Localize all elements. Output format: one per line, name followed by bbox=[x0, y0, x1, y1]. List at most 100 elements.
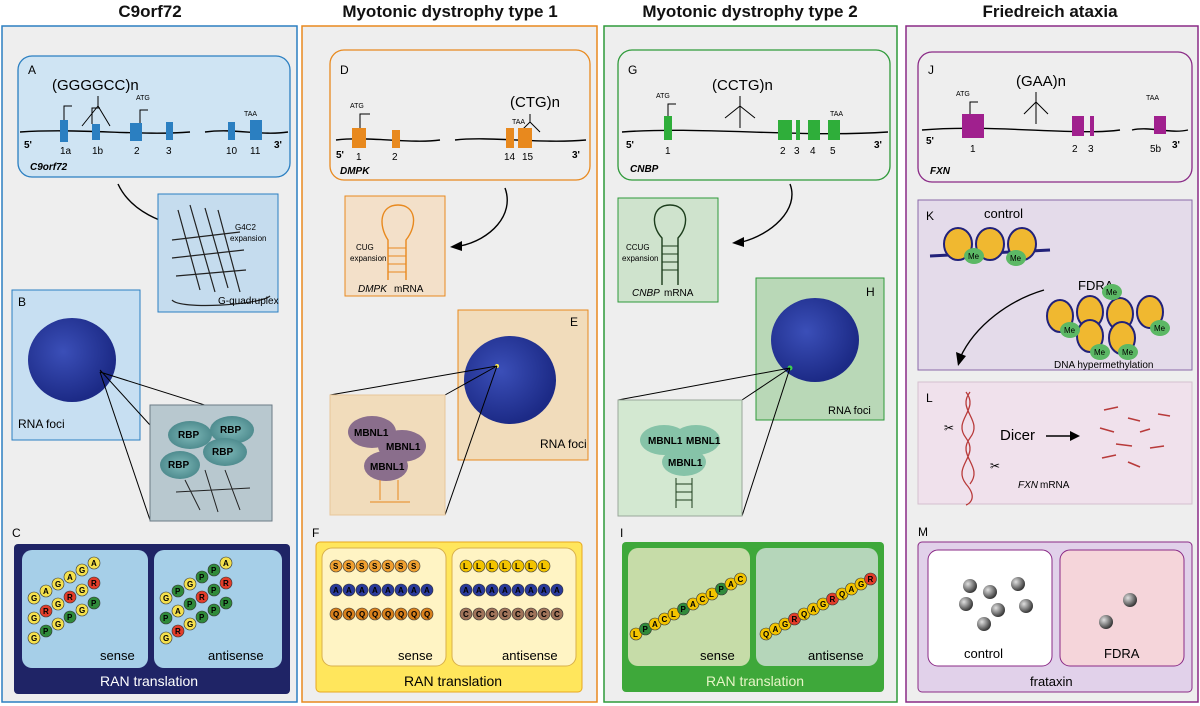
exon-label-2: 2 bbox=[134, 146, 140, 157]
amino-acid-bead bbox=[355, 559, 369, 573]
amino-acid-bead bbox=[75, 603, 89, 617]
svg-text:RBP: RBP bbox=[168, 460, 189, 471]
amino-acid-bead-letter: G bbox=[820, 600, 826, 609]
amino-acid-bead-letter: A bbox=[489, 586, 495, 595]
svg-text:3': 3' bbox=[874, 140, 882, 151]
amino-acid-bead-letter: A bbox=[346, 586, 352, 595]
amino-acid-bead-letter: G bbox=[79, 566, 85, 575]
svg-text:antisense: antisense bbox=[502, 648, 558, 663]
amino-acid-bead-letter: A bbox=[91, 559, 97, 568]
svg-text:Me: Me bbox=[1106, 288, 1118, 297]
exon-10 bbox=[228, 122, 235, 140]
amino-acid-bead bbox=[537, 559, 551, 573]
amino-acid-bead bbox=[511, 583, 525, 597]
column-dm1: D (CTG)n ATG TAA 5' 3' 1 2 14 15 DMPK CU… bbox=[301, 25, 598, 703]
amino-acid-bead bbox=[87, 576, 101, 590]
amino-acid-bead-letter: L bbox=[541, 562, 546, 571]
svg-text:CCUG: CCUG bbox=[626, 243, 650, 252]
amino-acid-bead-letter: P bbox=[199, 573, 205, 582]
exon-5 bbox=[828, 120, 840, 140]
svg-text:DNA hypermethylation: DNA hypermethylation bbox=[1054, 360, 1154, 371]
amino-acid-bead-letter: R bbox=[67, 593, 73, 602]
amino-acid-bead-letter: A bbox=[528, 586, 534, 595]
c9-gene-name: C9orf72 bbox=[30, 162, 68, 173]
svg-text:MBNL1: MBNL1 bbox=[354, 428, 389, 439]
amino-acid-bead-letter: A bbox=[411, 586, 417, 595]
amino-acid-bead-letter: G bbox=[55, 600, 61, 609]
amino-acid-bead-letter: C bbox=[662, 615, 668, 624]
svg-text:expansion: expansion bbox=[230, 234, 266, 243]
amino-acid-bead-letter: C bbox=[738, 575, 744, 584]
amino-acid-bead-letter: P bbox=[175, 587, 181, 596]
dm2-repeat-label: (CCTG)n bbox=[712, 77, 773, 94]
amino-acid-bead-letter: A bbox=[385, 586, 391, 595]
svg-text:TAA: TAA bbox=[1146, 95, 1159, 102]
svg-text:RNA foci: RNA foci bbox=[18, 417, 65, 431]
amino-acid-bead bbox=[195, 570, 209, 584]
amino-acid-bead-letter: Q bbox=[385, 610, 391, 619]
amino-acid-bead bbox=[51, 577, 65, 591]
amino-acid-bead-letter: P bbox=[211, 606, 217, 615]
svg-text:RBP: RBP bbox=[212, 447, 233, 458]
c9-nucleus bbox=[28, 318, 116, 402]
amino-acid-bead bbox=[329, 583, 343, 597]
svg-text:control: control bbox=[984, 206, 1023, 221]
svg-text:RBP: RBP bbox=[178, 430, 199, 441]
amino-acid-bead-letter: S bbox=[333, 562, 339, 571]
dmpk-mrna-box bbox=[344, 195, 446, 297]
svg-text:Me: Me bbox=[1010, 254, 1022, 263]
amino-acid-bead bbox=[342, 559, 356, 573]
amino-acid-bead-letter: S bbox=[385, 562, 391, 571]
amino-acid-bead bbox=[355, 583, 369, 597]
amino-acid-bead-letter: P bbox=[211, 566, 217, 575]
amino-acid-bead-letter: C bbox=[700, 595, 706, 604]
amino-acid-bead bbox=[734, 572, 747, 586]
amino-acid-bead bbox=[394, 583, 408, 597]
svg-text:3': 3' bbox=[1172, 140, 1180, 151]
amino-acid-bead bbox=[550, 583, 564, 597]
amino-acid-bead-letter: A bbox=[175, 607, 181, 616]
amino-acid-bead bbox=[75, 583, 89, 597]
svg-text:Me: Me bbox=[1154, 324, 1166, 333]
column-fa: J (GAA)n ATG TAA 5' 3' 1 2 3 5b FXN K co… bbox=[905, 25, 1199, 703]
amino-acid-bead bbox=[219, 556, 233, 570]
exon-label-1b: 1b bbox=[92, 146, 104, 157]
amino-acid-bead-letter: Q bbox=[801, 610, 807, 619]
svg-text:B: B bbox=[18, 295, 26, 309]
amino-acid-bead-letter: R bbox=[175, 627, 181, 636]
svg-text:Me: Me bbox=[1122, 348, 1134, 357]
exon-3 bbox=[796, 120, 800, 140]
amino-acid-bead-letter: S bbox=[346, 562, 352, 571]
exon-1 bbox=[352, 128, 366, 148]
amino-acid-bead bbox=[207, 583, 221, 597]
amino-acid-bead-letter: C bbox=[541, 610, 547, 619]
amino-acid-bead bbox=[27, 611, 41, 625]
amino-acid-bead bbox=[524, 559, 538, 573]
amino-acid-bead bbox=[864, 572, 877, 586]
amino-acid-bead bbox=[407, 583, 421, 597]
cnbp-mrna-box bbox=[617, 197, 719, 303]
svg-text:3: 3 bbox=[1088, 144, 1094, 155]
svg-text:TAA: TAA bbox=[512, 119, 525, 126]
svg-text:antisense: antisense bbox=[808, 648, 864, 663]
amino-acid-bead bbox=[219, 576, 233, 590]
panel-a-gene-box bbox=[17, 55, 291, 178]
exon-4 bbox=[808, 120, 820, 140]
amino-acid-bead-letter: R bbox=[43, 607, 49, 616]
amino-acid-bead-letter: Q bbox=[398, 610, 404, 619]
panel-d-gene-box bbox=[329, 49, 591, 181]
scissors-icon-2: ✂ bbox=[990, 459, 1000, 473]
amino-acid-bead bbox=[524, 607, 538, 621]
svg-text:5': 5' bbox=[926, 136, 934, 147]
amino-acid-bead bbox=[75, 563, 89, 577]
svg-text:FXN: FXN bbox=[930, 166, 951, 177]
svg-text:5b: 5b bbox=[1150, 144, 1162, 155]
svg-text:mRNA: mRNA bbox=[394, 284, 424, 295]
amino-acid-bead-letter: C bbox=[515, 610, 521, 619]
amino-acid-bead-letter: P bbox=[211, 586, 217, 595]
amino-acid-bead-letter: G bbox=[782, 620, 788, 629]
amino-acid-bead bbox=[63, 610, 77, 624]
amino-acid-bead-letter: P bbox=[91, 599, 97, 608]
amino-acid-bead-letter: P bbox=[163, 614, 169, 623]
